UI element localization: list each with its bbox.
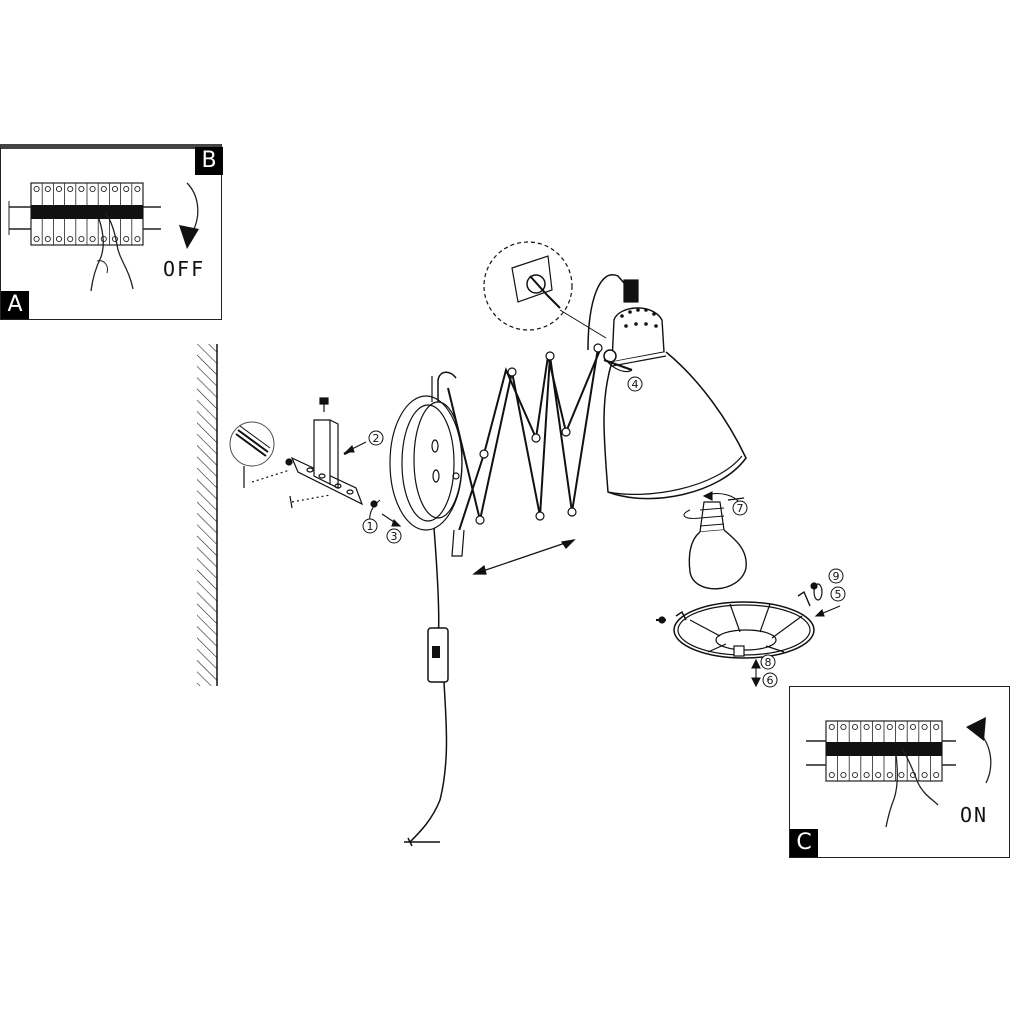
breaker-terminal [100,185,107,193]
cap-vent-dot [652,312,656,316]
breaker-terminal [44,185,51,193]
breaker-terminal [828,771,835,779]
step-marker-circle [368,430,384,446]
breaker-terminal [840,723,847,731]
breaker-terminal [898,723,905,731]
wall-plug-detail [229,421,275,488]
panel-label-a: A [1,291,29,319]
breaker-terminal [840,771,847,779]
cap-vent-dot [620,314,624,318]
breaker-terminal [863,771,870,779]
breaker-on-panel: C ON [789,686,1010,858]
breaker-terminal [933,771,940,779]
light-bulb [683,497,747,590]
step-marker-4: 4 [632,378,639,391]
breaker-terminal [55,185,63,193]
breaker-terminal [828,723,835,731]
breaker-terminal [33,235,40,243]
step-marker-8: 8 [765,656,772,669]
shade-ring [656,582,823,659]
breaker-terminal [123,185,130,193]
breaker-terminal [134,235,141,243]
step-markers: 1 2 3 4 5 6 7 8 9 [362,376,846,688]
breaker-terminal [933,723,940,731]
cap-vent-dot [654,324,658,328]
cap-vent-dot [634,322,638,326]
extension-arrow [472,539,576,575]
action-arrows [344,359,841,688]
mounting-bracket [290,397,378,508]
breaker-terminal [89,185,96,193]
step-marker-circle [830,586,846,602]
breaker-terminal [78,185,85,193]
cap-vent-dot [644,322,648,326]
panel-label-c: C [790,829,818,857]
step-marker-6: 6 [767,674,774,687]
breaker-off-panel: B A OFF [0,144,223,320]
knob-detail [483,241,607,339]
scissor-arm [447,343,603,557]
breaker-terminal [67,235,74,243]
power-cable [404,527,449,847]
breaker-terminal [851,771,859,779]
breaker-terminal [921,723,928,731]
breaker-terminal [134,185,141,193]
breaker-terminal [78,235,85,243]
breaker-terminal [886,723,893,731]
breaker-terminal [898,771,905,779]
mounting-screws [251,458,331,509]
wall [197,344,218,686]
step-marker-circle [386,528,402,544]
wall-plate [389,371,463,531]
step-marker-circle [760,654,776,670]
cap-vent-dot [644,308,648,312]
breaker-terminal [89,235,96,243]
step-marker-circle [762,672,778,688]
breaker-terminal [863,723,870,731]
breaker-terminal [909,723,917,731]
cap-vent-dot [624,324,628,328]
breaker-terminal [33,185,40,193]
step-marker-circle [828,568,844,584]
breaker-terminal [851,723,859,731]
breaker-terminal [875,771,882,779]
panel-label-b: B [195,147,223,175]
lamp-shade [587,274,747,500]
breaker-terminal [886,771,893,779]
breaker-terminal [55,235,63,243]
cap-vent-dot [628,310,632,314]
breaker-terminal [44,235,51,243]
step-marker-9: 9 [833,570,840,583]
breaker-terminal [111,185,119,193]
switch-off-label: OFF [163,257,206,281]
step-marker-1: 1 [367,520,374,533]
step-marker-7: 7 [737,502,744,515]
step-marker-5: 5 [835,588,842,601]
breaker-terminal [67,185,74,193]
breaker-terminal [921,771,928,779]
step-marker-circle [732,500,748,516]
breaker-off-illustration [8,182,199,292]
step-marker-3: 3 [391,530,398,543]
breaker-terminal [875,723,882,731]
step-marker-circle [627,376,643,392]
breaker-terminal [123,235,130,243]
breaker-on-illustration [806,717,992,828]
cap-vent-dot [636,308,640,312]
step-marker-circle [362,518,378,534]
step-marker-2: 2 [373,432,380,445]
switch-on-label: ON [960,803,989,827]
